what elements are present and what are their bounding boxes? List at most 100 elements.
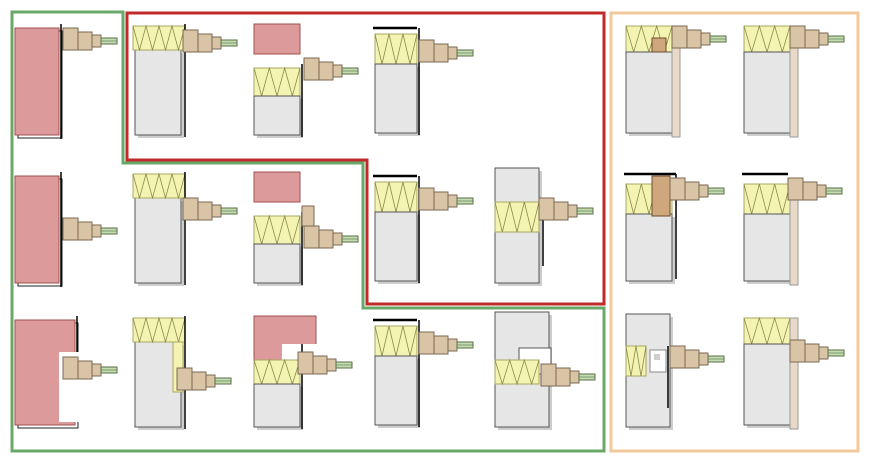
bracket-nut [447,194,458,208]
detail-brick-stepped [14,316,118,429]
brick-upper [253,23,301,55]
bracket-nut [91,224,102,238]
bracket-flange [182,197,199,221]
block-wall [743,343,791,426]
detail-cladded-panel [624,172,725,284]
block-wall [253,383,301,428]
bracket-flange [789,339,806,363]
block-wall [134,197,182,284]
cladding-panel [789,317,799,430]
detail-cladded-gap [625,313,725,430]
bracket-flange [540,363,557,387]
bracket-flange [182,29,199,53]
bracket-body [555,367,571,387]
bracket-body [684,349,700,369]
bracket-nut [326,358,337,372]
insulation-layer [743,183,791,215]
group-frame-orange [609,11,860,453]
bracket-body [684,181,700,201]
bracket-body [312,355,328,375]
block-wall [374,355,418,426]
group-frames [10,10,860,453]
bracket-flange [62,27,79,51]
bracket-body [802,181,818,201]
detail-insulated-block-flashing [373,26,474,136]
insulation-layer [374,325,418,357]
bracket-nut [700,32,711,46]
bracket-nut [91,363,102,377]
insulation-layer [374,33,418,65]
detail-insulated-block [132,172,238,286]
bracket-nut [205,374,216,388]
insulation-zigzag [132,316,186,344]
bracket-flange [176,367,193,391]
bracket-nut [698,352,709,366]
bracket-flange [62,356,79,380]
bracket-nut [818,346,829,360]
bracket-nut [567,204,578,218]
bracket-body [553,201,569,221]
detail-brick-solid [14,172,118,287]
bracket-flange [418,39,435,63]
insulation-layer [494,201,540,233]
bracket-flange [418,331,435,355]
block-wall [625,213,673,282]
bracket-nut [447,46,458,60]
insulation-zigzag [625,345,647,377]
bracket-flange [671,25,688,49]
block-wall [743,213,791,282]
bracket-nut [211,36,222,50]
brick-wall [14,27,60,136]
bracket-body [197,201,213,221]
bracket-body [77,360,93,380]
block-wall [253,95,301,136]
detail-split-brick-insulated [253,171,359,286]
bracket-body [686,29,702,49]
detail-cladded-insulated [743,316,845,430]
brick-wall [14,175,60,284]
detail-insulated-block-reveal [132,316,232,430]
detail-block-cavity [494,167,594,286]
detail-cells [14,23,845,430]
bracket-flange [297,351,314,375]
bracket-body [318,61,334,81]
insulation-layer [132,25,186,51]
bracket-body [433,335,449,355]
group-frame-green [10,10,606,453]
detail-cladded-insulated [625,24,727,138]
block-wall [625,51,673,134]
recess-plate [301,205,315,227]
bracket-body [77,31,93,51]
gap-cut [649,349,667,373]
insulation-zigzag [494,201,540,233]
bracket-flange [789,25,806,49]
bracket-nut [818,32,829,46]
bracket-flange [62,217,79,241]
bracket-body [433,43,449,63]
bracket-nut [332,232,343,246]
insulation-layer [132,173,186,199]
bracket-body [804,29,820,49]
reveal-insulation [172,341,184,393]
bracket-flange [669,345,686,369]
bracket-nut [569,370,580,384]
group-frame-red [125,11,606,306]
insulation-layer [253,359,301,385]
bracket-body [433,191,449,211]
insulation-layer [625,345,647,377]
bracket-nut [698,184,709,198]
detail-block-notched [494,311,596,430]
brick-upper [253,171,301,203]
insulation-layer [743,25,791,53]
block-wall [253,243,301,284]
block-wall [134,49,182,136]
insulation-zigzag [494,358,540,386]
bracket-flange [787,177,804,201]
detail-brick-stepped-insulated [253,315,353,430]
bracket-nut [211,204,222,218]
detail-split-brick-insulated [253,23,359,138]
bracket-body [197,33,213,53]
detail-insulated-block-flashing [373,174,474,284]
detail-insulated-block-flashing [373,318,474,428]
